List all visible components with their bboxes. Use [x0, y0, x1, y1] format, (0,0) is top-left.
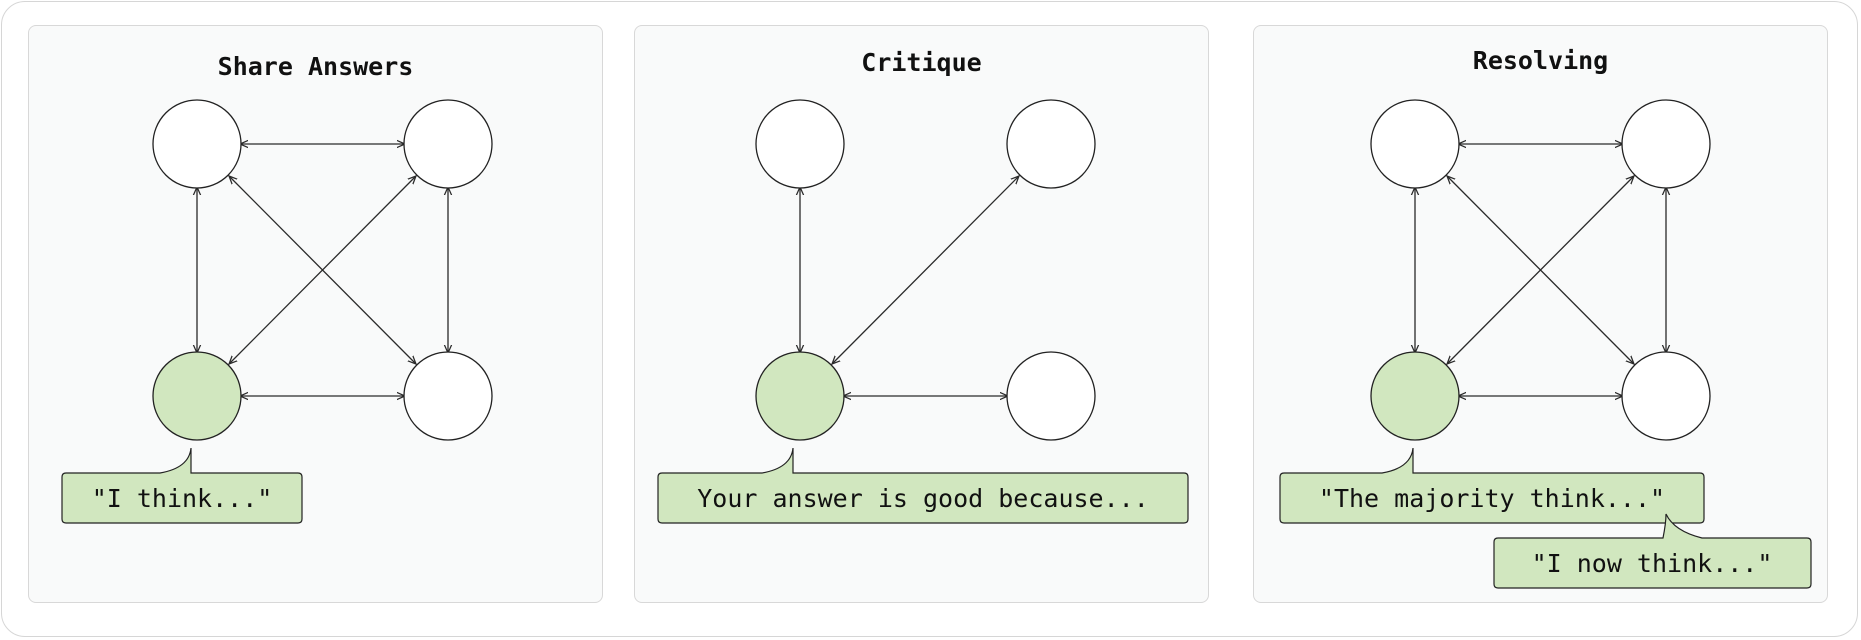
panel-title: Share Answers	[217, 52, 414, 81]
agent-node-top-left	[1370, 99, 1460, 189]
graph-resolving: "The majority think..." "I now think..."	[1279, 99, 1812, 589]
panel-title: Critique	[861, 48, 982, 77]
agent-node-top-left	[755, 99, 845, 189]
speech-bubble	[1279, 447, 1705, 524]
speech-bubble-text: Your answer is good because...	[697, 484, 1149, 513]
edge-tr-bl	[229, 176, 416, 364]
edge-tr-bl	[1447, 176, 1634, 364]
speech-bubble-reply	[1493, 513, 1812, 589]
panel-share-answers: "I think..." Share Answers	[28, 25, 603, 603]
agent-node-bottom-right	[403, 351, 493, 441]
graph-critique: Your answer is good because...	[657, 99, 1189, 524]
panel-resolving: "The majority think..." "I now think..."…	[1253, 25, 1828, 603]
speech-bubble-reply-text: "I now think..."	[1532, 549, 1773, 578]
speech-bubble	[61, 447, 303, 524]
panel-title: Resolving	[1472, 46, 1609, 75]
panel-critique: Your answer is good because... Critique	[634, 25, 1209, 603]
agent-node-bottom-left-active	[1370, 351, 1460, 441]
agent-node-bottom-right	[1621, 351, 1711, 441]
agent-node-top-right	[1006, 99, 1096, 189]
edge-tr-bl	[832, 176, 1019, 364]
speech-bubble	[657, 447, 1189, 524]
agent-node-top-left	[152, 99, 242, 189]
agent-node-bottom-left-active	[152, 351, 242, 441]
agent-node-top-right	[403, 99, 493, 189]
agent-node-top-right	[1621, 99, 1711, 189]
speech-bubble-text: "I think..."	[92, 484, 273, 513]
agent-node-bottom-right	[1006, 351, 1096, 441]
graph-share-answers: "I think..."	[61, 99, 493, 524]
speech-bubble-text: "The majority think..."	[1319, 484, 1665, 513]
agent-node-bottom-left-active	[755, 351, 845, 441]
